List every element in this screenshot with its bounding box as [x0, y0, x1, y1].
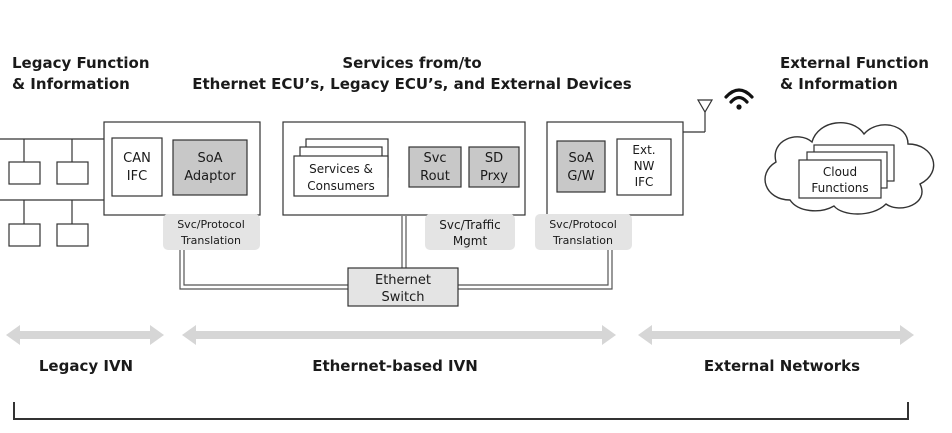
soa-gw-box — [556, 140, 606, 193]
external-networks-arrow — [638, 325, 914, 345]
ext-nw-ifc-line3: IFC — [635, 175, 654, 189]
header-legacy-line1: Legacy Function — [12, 54, 150, 72]
soa-gw-line1: SoA — [568, 151, 593, 166]
legacy-node-2 — [56, 161, 89, 185]
can-ifc-line1: CAN — [123, 151, 151, 166]
header-services-line1: Services from/to — [342, 54, 481, 72]
svc-rout-line2: Rout — [420, 169, 450, 184]
header-external: External Function & Information — [780, 54, 929, 93]
cloud-functions-box — [798, 159, 882, 199]
zone-label-legacy-ivn: Legacy IVN — [39, 357, 133, 375]
svc-rout-box — [408, 146, 462, 188]
header-external-line1: External Function — [780, 54, 929, 72]
zone-arrows — [6, 325, 914, 345]
soa-adaptor-line2: Adaptor — [184, 169, 236, 184]
traffic-mgmt-line2: Mgmt — [453, 234, 488, 248]
gateway-ecu: SoA G/W Ext. NW IFC — [546, 121, 684, 216]
legacy-node-1 — [8, 161, 41, 185]
gateway-translation: Svc/Protocol Translation — [535, 214, 632, 250]
ethernet-ecu: Services & Consumers Svc Rout SD Prxy — [282, 121, 526, 216]
header-services-line2: Ethernet ECU’s, Legacy ECU’s, and Extern… — [192, 75, 632, 93]
ethernet-wiring — [179, 216, 613, 290]
header-services: Services from/to Ethernet ECU’s, Legacy … — [192, 54, 632, 93]
traffic-mgmt-line1: Svc/Traffic — [439, 218, 500, 232]
svc-rout-line1: Svc — [423, 151, 446, 166]
services-consumers-box — [293, 155, 389, 197]
legacy-node-4 — [56, 223, 89, 247]
legacy-translation-line1: Svc/Protocol — [177, 218, 245, 231]
legacy-translation-line2: Translation — [180, 234, 241, 247]
traffic-mgmt: Svc/Traffic Mgmt — [425, 214, 515, 250]
antenna-icon — [683, 99, 714, 133]
sd-prxy-line2: Prxy — [480, 169, 508, 184]
legacy-ecu: CAN IFC SoA Adaptor — [103, 121, 261, 216]
can-ifc-box — [111, 137, 163, 197]
ethernet-switch: Ethernet Switch — [347, 267, 459, 307]
gateway-translation-line1: Svc/Protocol — [549, 218, 617, 231]
header-legacy: Legacy Function & Information — [12, 54, 150, 93]
sd-prxy-line1: SD — [485, 151, 503, 166]
legacy-bus-network — [0, 138, 104, 247]
gateway-translation-line2: Translation — [552, 234, 613, 247]
ethernet-switch-line1: Ethernet — [375, 273, 431, 288]
header-legacy-line2: & Information — [12, 75, 130, 93]
zone-label-external-networks: External Networks — [704, 357, 860, 375]
cloud-functions-line1: Cloud — [823, 165, 857, 179]
soa-gw-line2: G/W — [567, 169, 594, 184]
ethernet-switch-line2: Switch — [382, 290, 425, 305]
legacy-node-3 — [8, 223, 41, 247]
header-external-line2: & Information — [780, 75, 898, 93]
sd-prxy-box — [468, 146, 520, 188]
bottom-bracket — [13, 402, 909, 420]
ext-nw-ifc-line1: Ext. — [632, 143, 655, 157]
ext-nw-ifc-box — [616, 138, 672, 196]
ethernet-ivn-arrow — [182, 325, 616, 345]
soa-adaptor-box — [172, 139, 248, 196]
soa-adaptor-line1: SoA — [197, 151, 222, 166]
can-ifc-line2: IFC — [127, 169, 147, 184]
services-consumers-line2: Consumers — [307, 179, 374, 193]
services-consumers-line1: Services & — [309, 162, 373, 176]
zone-label-ethernet-ivn: Ethernet-based IVN — [312, 357, 478, 375]
legacy-ivn-arrow — [6, 325, 164, 345]
wifi-icon — [724, 88, 754, 110]
ext-nw-ifc-line2: NW — [634, 159, 655, 173]
cloud-functions: Cloud Functions — [798, 144, 895, 199]
legacy-translation: Svc/Protocol Translation — [163, 214, 260, 250]
cloud-functions-line2: Functions — [811, 181, 868, 195]
